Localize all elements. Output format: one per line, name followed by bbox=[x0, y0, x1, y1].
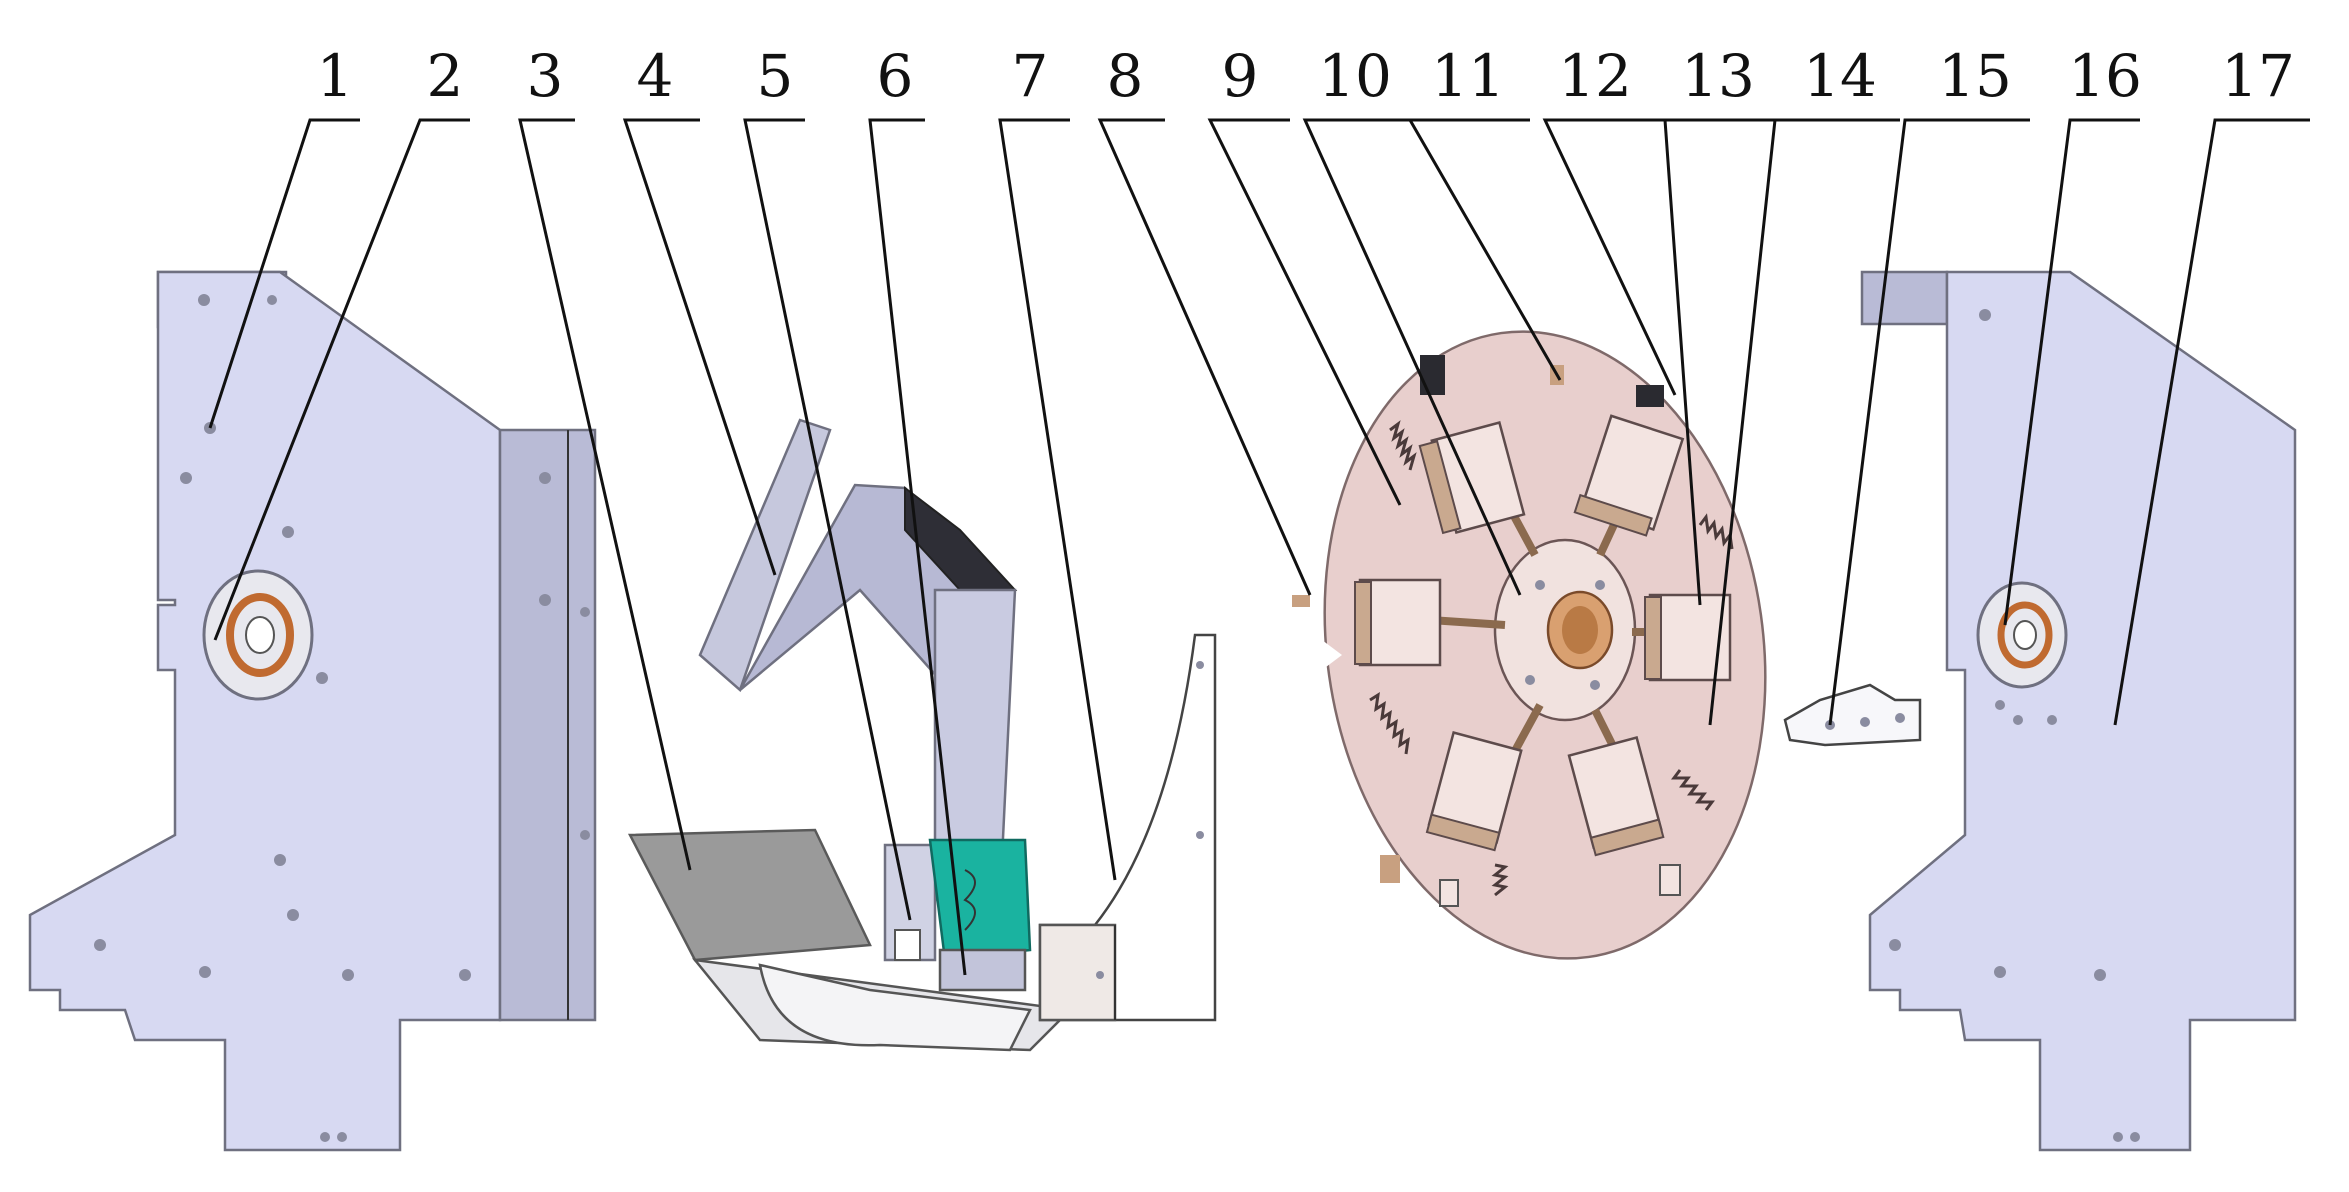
block-lower-left bbox=[1425, 731, 1523, 852]
spring-4 bbox=[1698, 513, 1734, 550]
hub bbox=[1493, 538, 1637, 722]
callout-4: 4 bbox=[637, 42, 674, 110]
latch-left bbox=[1292, 595, 1310, 607]
latch-top-right bbox=[1636, 385, 1664, 407]
spring-3 bbox=[1491, 863, 1509, 897]
block-upper-right bbox=[1573, 414, 1685, 537]
left-bearing bbox=[202, 569, 314, 701]
left-side-plate bbox=[28, 270, 597, 1152]
callout-11: 11 bbox=[1431, 42, 1505, 110]
callout-8: 8 bbox=[1107, 42, 1144, 110]
spring-2 bbox=[1369, 692, 1410, 755]
callout-2: 2 bbox=[427, 42, 464, 110]
callout-10: 10 bbox=[1318, 42, 1392, 110]
spring-1 bbox=[1389, 420, 1417, 471]
hopper-top-wing bbox=[698, 418, 832, 693]
left-plate-flange bbox=[498, 428, 597, 1022]
latch-top-left bbox=[1420, 355, 1445, 395]
callout-5: 5 bbox=[757, 42, 794, 110]
block-lower-right bbox=[1567, 736, 1665, 857]
bearing-block-small bbox=[938, 948, 1027, 992]
hopper-assembly bbox=[627, 418, 1217, 1052]
callout-1: 1 bbox=[317, 42, 354, 110]
callout-14: 14 bbox=[1803, 42, 1877, 110]
callout-12: 12 bbox=[1558, 42, 1632, 110]
block-left bbox=[1354, 578, 1442, 667]
right-side-plate bbox=[1860, 270, 2297, 1152]
callout-15: 15 bbox=[1938, 42, 2012, 110]
small-bracket bbox=[1783, 683, 1922, 747]
callout-9: 9 bbox=[1222, 42, 1259, 110]
callout-3: 3 bbox=[527, 42, 564, 110]
spring-5 bbox=[1671, 769, 1715, 811]
right-bearing bbox=[1976, 581, 2068, 689]
callout-13: 13 bbox=[1681, 42, 1755, 110]
leader-lines bbox=[208, 118, 2310, 976]
callout-labels: 1 2 3 4 5 6 7 8 9 10 11 12 13 14 15 16 1… bbox=[317, 42, 2295, 110]
callout-17: 17 bbox=[2221, 42, 2295, 110]
feeder-scoop bbox=[758, 963, 1032, 1052]
callout-7: 7 bbox=[1012, 42, 1049, 110]
callout-6: 6 bbox=[877, 42, 914, 110]
callout-16: 16 bbox=[2068, 42, 2142, 110]
teal-roller-block bbox=[928, 838, 1032, 962]
rotary-disc bbox=[1292, 330, 1767, 960]
feeder-tray bbox=[627, 828, 872, 962]
